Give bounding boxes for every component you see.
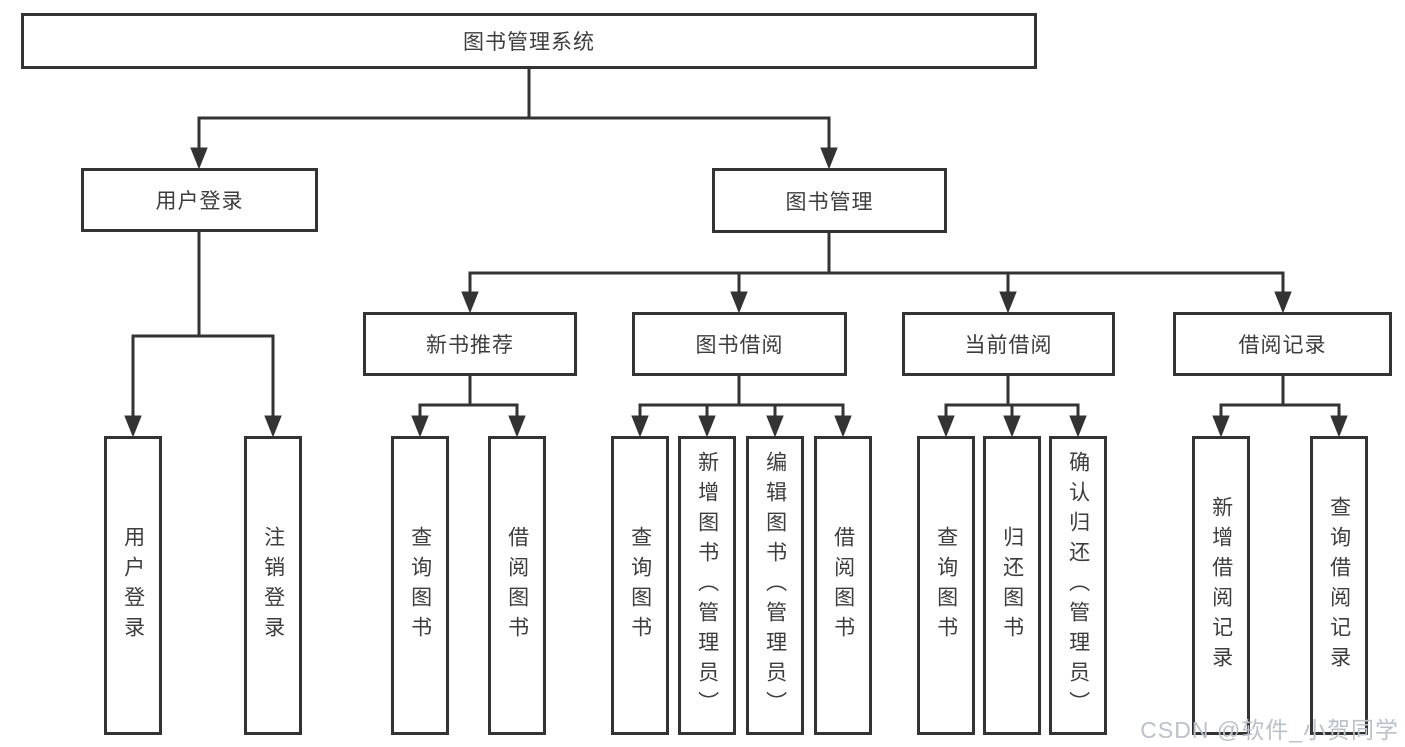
node-label: 新书推荐 bbox=[426, 334, 514, 357]
node-label: 当前借阅 bbox=[964, 334, 1053, 357]
node-label: 查询借阅记录 bbox=[1327, 495, 1351, 676]
node-label: 新增图书（管理员） bbox=[695, 450, 719, 721]
node-leaf-query-books-borrowing: 查询图书 bbox=[611, 436, 669, 735]
node-leaf-query-borrow-record: 查询借阅记录 bbox=[1310, 436, 1368, 735]
watermark: CSDN @软件_小贺同学 bbox=[1140, 717, 1399, 743]
node-leaf-user-login: 用户登录 bbox=[104, 436, 162, 735]
node-label: 查询图书 bbox=[934, 525, 958, 646]
node-leaf-add-borrow-record: 新增借阅记录 bbox=[1192, 436, 1250, 735]
node-leaf-add-book-admin: 新增图书（管理员） bbox=[678, 436, 736, 735]
node-book-management: 图书管理 bbox=[712, 168, 947, 233]
node-leaf-return-books: 归还图书 bbox=[983, 436, 1041, 735]
node-label: 注销登录 bbox=[261, 525, 285, 646]
node-label: 图书借阅 bbox=[695, 334, 784, 357]
node-label: 用户登录 bbox=[155, 190, 244, 213]
node-leaf-query-books-current: 查询图书 bbox=[917, 436, 975, 735]
node-new-book-recommendation: 新书推荐 bbox=[363, 312, 577, 376]
node-label: 借阅图书 bbox=[505, 525, 529, 646]
node-label: 图书管理 bbox=[785, 190, 874, 214]
node-label: 借阅图书 bbox=[831, 525, 855, 646]
node-borrowing-records: 借阅记录 bbox=[1173, 312, 1392, 376]
node-leaf-borrow-books-borrowing: 借阅图书 bbox=[814, 436, 872, 735]
node-label: 用户登录 bbox=[121, 525, 145, 646]
node-book-borrowing: 图书借阅 bbox=[632, 312, 847, 376]
node-label: 新增借阅记录 bbox=[1209, 495, 1233, 676]
node-label: 借阅记录 bbox=[1238, 334, 1327, 357]
node-leaf-edit-book-admin: 编辑图书（管理员） bbox=[746, 436, 804, 735]
node-label: 归还图书 bbox=[1000, 525, 1024, 646]
node-label: 图书管理系统 bbox=[463, 31, 595, 54]
node-leaf-query-books-recommend: 查询图书 bbox=[391, 436, 449, 735]
node-current-borrowing: 当前借阅 bbox=[902, 312, 1115, 376]
node-label: 查询图书 bbox=[408, 525, 432, 646]
node-label: 编辑图书（管理员） bbox=[763, 450, 787, 721]
node-label: 确认归还（管理员） bbox=[1066, 450, 1090, 721]
node-leaf-borrow-books-recommend: 借阅图书 bbox=[488, 436, 546, 735]
node-leaf-logout: 注销登录 bbox=[244, 436, 302, 735]
node-book-management-system: 图书管理系统 bbox=[21, 13, 1037, 69]
node-label: 查询图书 bbox=[628, 525, 652, 646]
node-user-login: 用户登录 bbox=[81, 168, 318, 232]
node-leaf-confirm-return-admin: 确认归还（管理员） bbox=[1049, 436, 1107, 735]
